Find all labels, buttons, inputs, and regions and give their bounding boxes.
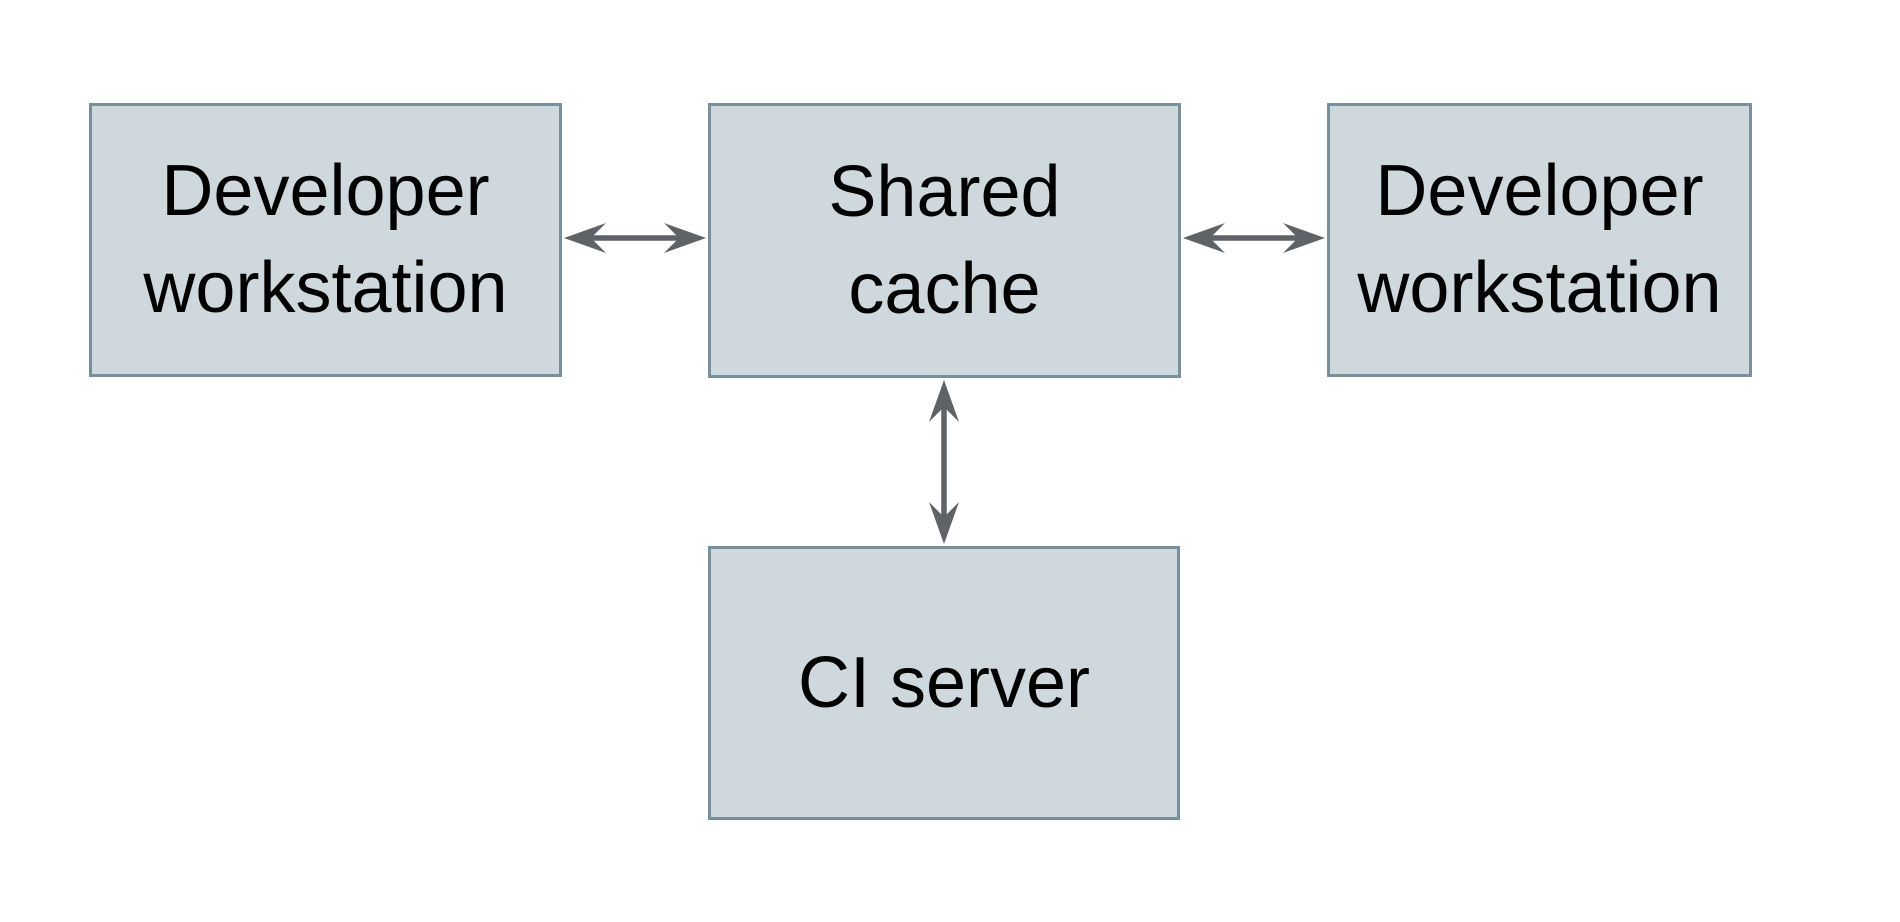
node-developer-workstation-right: Developer workstation bbox=[1327, 103, 1752, 377]
arrowhead-left-icon bbox=[1183, 223, 1225, 253]
node-developer-workstation-right-label: Developer workstation bbox=[1357, 143, 1721, 337]
label-line: cache bbox=[848, 248, 1041, 329]
bidirectional-arrow-cache-right-workstation bbox=[1183, 223, 1325, 253]
label-line: Developer bbox=[1375, 151, 1704, 231]
bidirectional-arrow-left-workstation-cache bbox=[564, 223, 706, 253]
label-line: workstation bbox=[143, 248, 508, 328]
arrowhead-left-icon bbox=[564, 223, 606, 253]
arrowhead-up-icon bbox=[929, 380, 959, 422]
node-developer-workstation-left-label: Developer workstation bbox=[143, 143, 507, 337]
bidirectional-arrow-cache-ci-server bbox=[929, 380, 959, 544]
node-ci-server-label: CI server bbox=[798, 635, 1090, 732]
arrowhead-down-icon bbox=[929, 502, 959, 544]
arrowhead-right-icon bbox=[664, 223, 706, 253]
arrowhead-right-icon bbox=[1283, 223, 1325, 253]
label-line: Developer bbox=[161, 151, 490, 231]
node-shared-cache: Shared cache bbox=[708, 103, 1181, 378]
node-developer-workstation-left: Developer workstation bbox=[89, 103, 562, 377]
node-ci-server: CI server bbox=[708, 546, 1180, 820]
label-line: CI server bbox=[797, 642, 1091, 723]
node-shared-cache-label: Shared cache bbox=[828, 144, 1060, 338]
label-line: workstation bbox=[1357, 248, 1722, 328]
label-line: Shared bbox=[828, 151, 1061, 232]
